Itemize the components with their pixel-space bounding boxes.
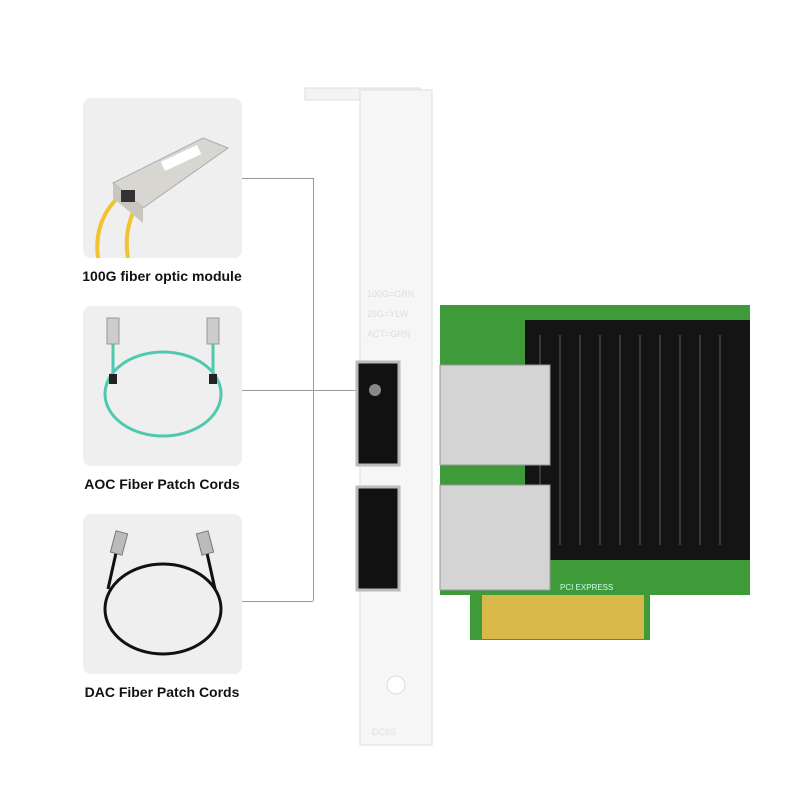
- dac-cable-icon: [103, 530, 223, 656]
- port-cage: [439, 364, 551, 466]
- port-cage: [439, 484, 551, 591]
- pcb-marking: PCI EXPRESS: [560, 583, 613, 592]
- dac-label: DAC Fiber Patch Cords: [84, 684, 240, 700]
- aoc-card: [83, 306, 242, 466]
- fiber-module-card: [83, 98, 242, 258]
- aoc-label: AOC Fiber Patch Cords: [84, 476, 240, 492]
- qsfp-port-1: [355, 360, 401, 467]
- svg-text:ACT=GRN: ACT=GRN: [367, 329, 410, 339]
- qsfp-module-icon: [95, 137, 230, 258]
- bracket: [359, 89, 433, 746]
- connector-line: [313, 178, 314, 601]
- dac-card: [83, 514, 242, 674]
- svg-text:25G=YLW: 25G=YLW: [367, 309, 409, 319]
- connector-line: [242, 601, 313, 602]
- connector-line: [242, 390, 375, 391]
- qsfp-port-2: [355, 485, 401, 592]
- fiber-module-label: 100G fiber optic module: [82, 268, 242, 284]
- aoc-cable-icon: [103, 317, 223, 438]
- connector-line: [242, 178, 313, 179]
- heatsink: [525, 320, 750, 560]
- svg-text:DC6S: DC6S: [372, 727, 396, 737]
- svg-text:100G=GRN: 100G=GRN: [367, 289, 414, 299]
- pcb: [440, 305, 750, 595]
- gold-fingers: [482, 595, 644, 639]
